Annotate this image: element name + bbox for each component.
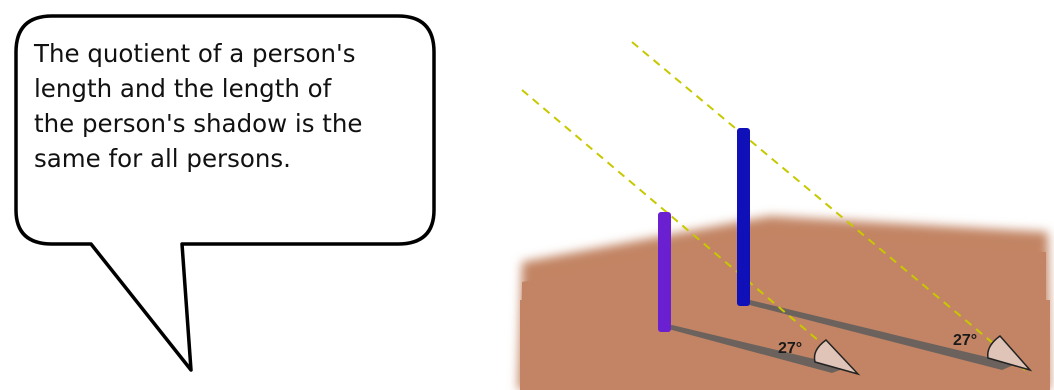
bubble-line: The quotient of a person's [34,39,356,68]
short-person-shadow [661,325,848,373]
ground-plane-fill [520,300,1050,390]
angle-label-tall: 27° [953,332,977,349]
tall-person-shadow [738,300,1016,370]
sun-ray-short [521,89,859,375]
sun-ray-tall [631,41,1031,375]
short-person-pole [658,212,671,332]
speech-bubble-text: The quotient of a person's length and th… [34,36,424,176]
angle-wedge-short [813,339,861,376]
angle-wedge-tall [987,334,1033,372]
speech-bubble-outline [14,14,436,372]
tall-person-pole [737,128,750,306]
angle-label-short: 27° [778,340,802,357]
bubble-line: length and the length of [34,74,332,103]
bubble-line: same for all persons. [34,144,291,173]
bubble-line: the person's shadow is the [34,109,363,138]
